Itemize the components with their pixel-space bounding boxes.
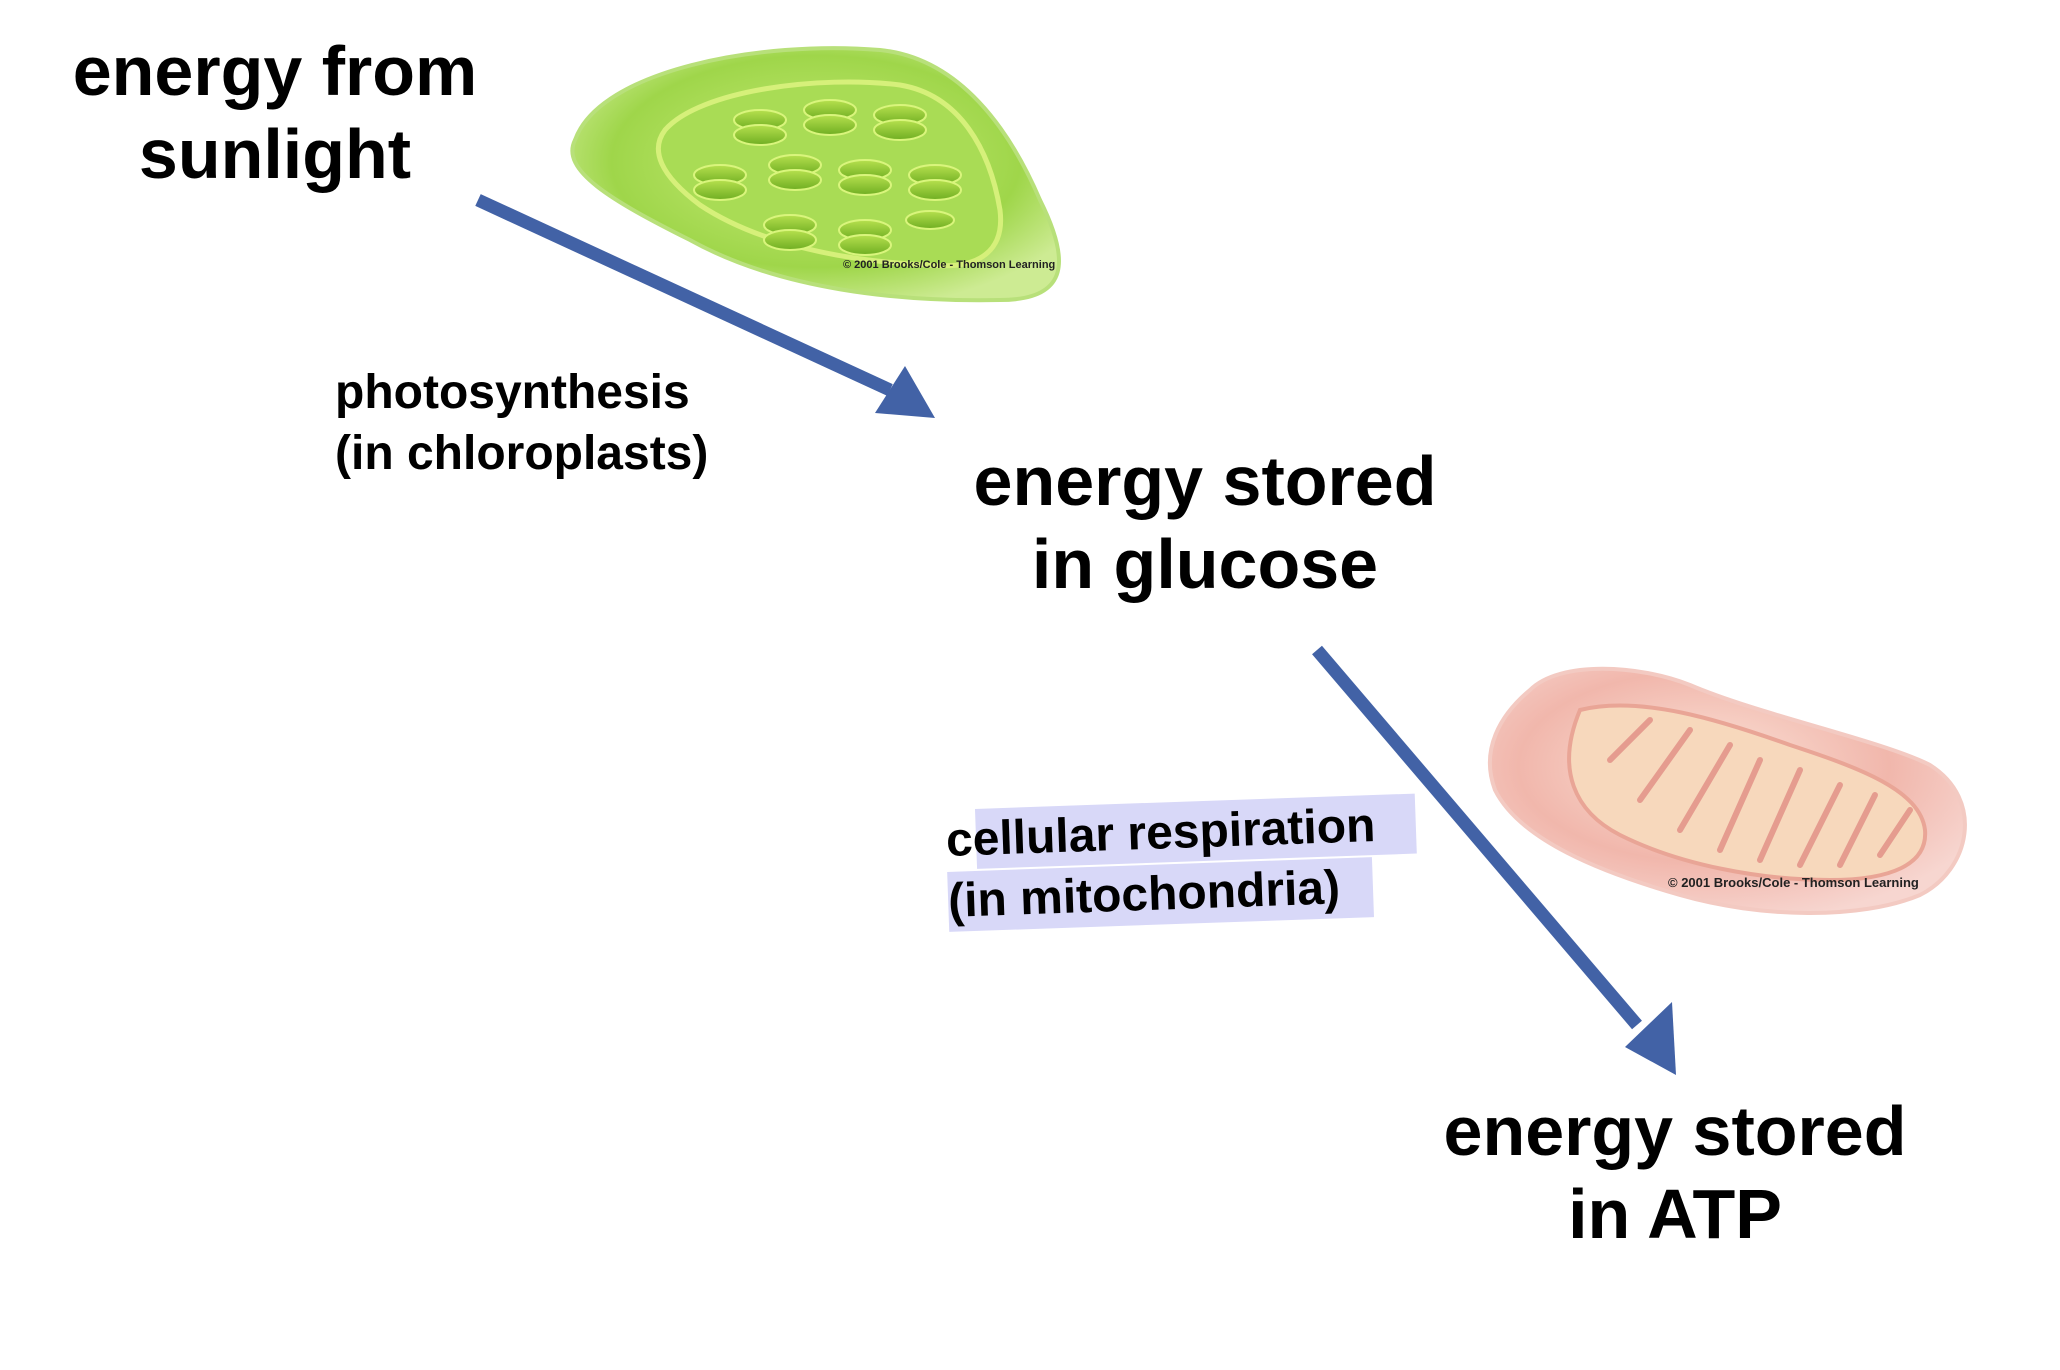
photosynthesis-label-line-2: (in chloroplasts) [335, 427, 709, 481]
atp-label-line-1: energy stored [1443, 1092, 1907, 1170]
mitochondrion-credit: © 2001 Brooks/Cole - Thomson Learning [1668, 875, 1919, 890]
photosynthesis-label: photosynthesis (in chloroplasts) [335, 362, 708, 485]
atp-energy-label: energy stored in ATP [1420, 1090, 1930, 1255]
thylakoid-stacks [693, 99, 962, 256]
glucose-label-line-1: energy stored [973, 442, 1437, 520]
chloroplast-credit: © 2001 Brooks/Cole - Thomson Learning [843, 259, 1055, 271]
respiration-arrow [1312, 645, 1676, 1075]
glucose-energy-label: energy stored in glucose [950, 440, 1460, 605]
glucose-label-line-2: in glucose [1031, 524, 1379, 603]
cristae [1607, 717, 1913, 868]
sunlight-label-line-1: energy from [72, 32, 478, 110]
photosynthesis-label-line-1: photosynthesis [335, 366, 690, 419]
sunlight-label-line-2: sunlight [138, 114, 412, 193]
sunlight-energy-label: energy from sunlight [60, 30, 490, 195]
photosynthesis-arrow [475, 194, 935, 418]
atp-label-line-2: in ATP [1568, 1174, 1782, 1253]
respiration-label: cellular respiration (in mitochondria) [945, 795, 1379, 933]
